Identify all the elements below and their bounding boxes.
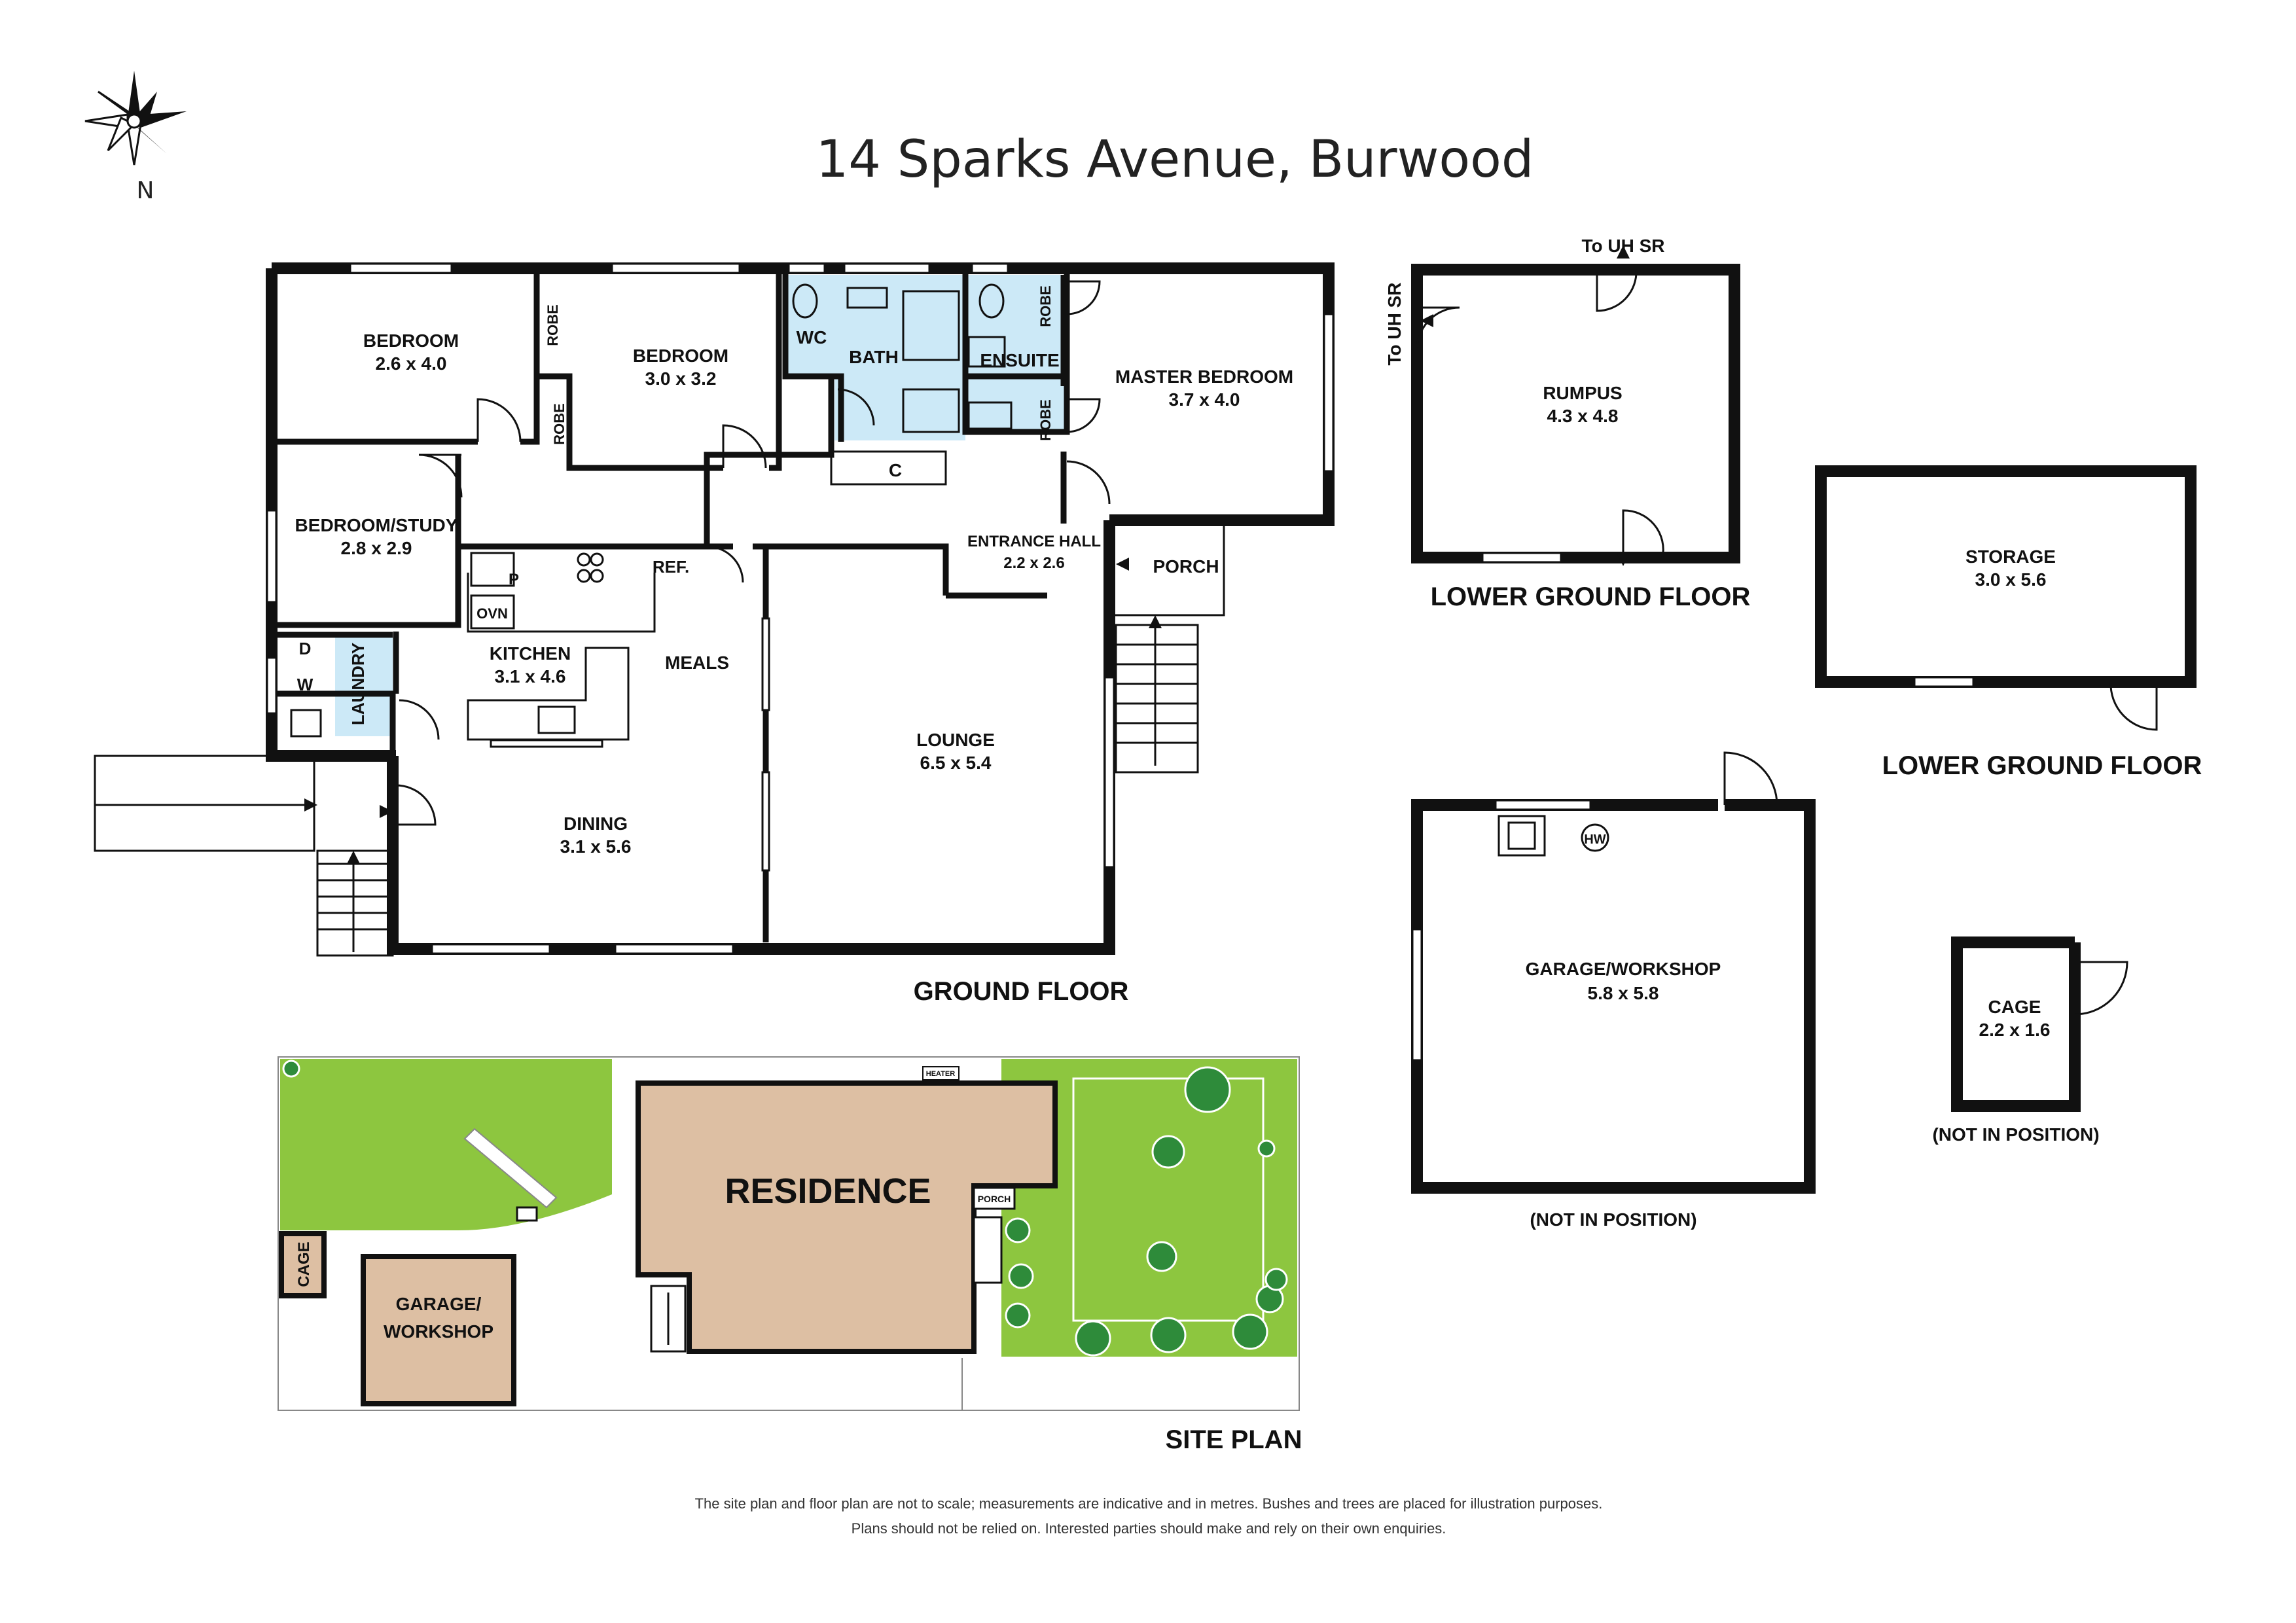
room-meals-name: MEALS bbox=[665, 652, 729, 673]
garage-not-in-position-note: (NOT IN POSITION) bbox=[1530, 1209, 1696, 1230]
disclaimer-line-1: The site plan and floor plan are not to … bbox=[695, 1495, 1603, 1512]
site-garage-label-line2: WORKSHOP bbox=[384, 1321, 493, 1342]
room-rumpus-size: 4.3 x 4.8 bbox=[1547, 406, 1619, 426]
pantry-p-label: P bbox=[509, 571, 519, 588]
storage-plan bbox=[1815, 465, 2197, 731]
washer-label: W bbox=[297, 675, 314, 694]
page-title: 14 Sparks Avenue, Burwood bbox=[816, 130, 1534, 189]
room-bedroom-1-size: 2.6 x 4.0 bbox=[376, 353, 447, 374]
rumpus-floor-caption: LOWER GROUND FLOOR bbox=[1431, 582, 1751, 611]
site-plan bbox=[278, 1056, 1300, 1411]
site-cage-label: CAGE bbox=[295, 1241, 313, 1287]
room-lounge-size: 6.5 x 5.4 bbox=[920, 753, 992, 773]
cage-plan bbox=[1951, 936, 2128, 1112]
site-plan-caption: SITE PLAN bbox=[1166, 1425, 1302, 1454]
robe-label-2: ROBE bbox=[551, 403, 567, 445]
cage-not-in-position-note: (NOT IN POSITION) bbox=[1932, 1124, 2099, 1145]
room-bedroom-1-name: BEDROOM bbox=[363, 330, 459, 351]
room-garage-size: 5.8 x 5.8 bbox=[1588, 983, 1659, 1003]
room-storage-size: 3.0 x 5.6 bbox=[1975, 569, 2047, 590]
dryer-label: D bbox=[299, 639, 312, 658]
room-study-size: 2.8 x 2.9 bbox=[341, 538, 412, 558]
room-bath-label: BATH bbox=[849, 347, 899, 367]
robe-label-3: ROBE bbox=[1037, 285, 1054, 327]
robe-label-4: ROBE bbox=[1037, 399, 1054, 441]
ground-floor-plan bbox=[94, 262, 1335, 957]
room-master-bedroom-name: MASTER BEDROOM bbox=[1115, 366, 1293, 387]
room-kitchen-name: KITCHEN bbox=[490, 643, 571, 664]
room-lounge-name: LOUNGE bbox=[916, 730, 995, 750]
room-dining-name: DINING bbox=[564, 813, 628, 834]
room-storage-name: STORAGE bbox=[1965, 546, 2056, 567]
storage-floor-caption: LOWER GROUND FLOOR bbox=[1882, 751, 2202, 780]
site-garage-label-line1: GARAGE/ bbox=[396, 1294, 482, 1314]
fridge-label: REF. bbox=[653, 557, 689, 577]
room-bedroom-2-name: BEDROOM bbox=[633, 346, 728, 366]
rumpus-plan bbox=[1411, 245, 1740, 566]
room-porch-name: PORCH bbox=[1153, 556, 1219, 577]
room-dining-size: 3.1 x 5.6 bbox=[560, 836, 632, 857]
room-wc-label: WC bbox=[797, 327, 827, 348]
room-bedroom-2-size: 3.0 x 3.2 bbox=[645, 368, 717, 389]
rumpus-to-uh-sr-side: To UH SR bbox=[1384, 282, 1405, 365]
room-garage-name: GARAGE/WORKSHOP bbox=[1526, 959, 1721, 979]
room-cage-size: 2.2 x 1.6 bbox=[1979, 1020, 2051, 1040]
site-residence-label: RESIDENCE bbox=[725, 1171, 931, 1211]
compass-icon bbox=[84, 71, 187, 166]
ground-floor-caption: GROUND FLOOR bbox=[914, 977, 1129, 1006]
room-laundry-label: LAUNDRY bbox=[348, 643, 368, 725]
robe-label-1: ROBE bbox=[545, 304, 561, 346]
room-ensuite-label: ENSUITE bbox=[980, 350, 1059, 370]
garage-plan bbox=[1411, 751, 1816, 1194]
room-kitchen-size: 3.1 x 4.6 bbox=[495, 666, 566, 687]
compass-north-label: N bbox=[137, 177, 154, 204]
room-rumpus-name: RUMPUS bbox=[1543, 383, 1622, 403]
room-entrance-hall-name: ENTRANCE HALL bbox=[967, 533, 1101, 550]
room-entrance-hall-size: 2.2 x 2.6 bbox=[1003, 554, 1064, 572]
room-cage-name: CAGE bbox=[1988, 997, 2041, 1017]
oven-label: OVN bbox=[476, 605, 508, 622]
rumpus-to-uh-sr-top: To UH SR bbox=[1581, 236, 1664, 256]
disclaimer-line-2: Plans should not be relied on. Intereste… bbox=[852, 1520, 1446, 1537]
room-master-bedroom-size: 3.7 x 4.0 bbox=[1169, 389, 1240, 410]
cupboard-c-label: C bbox=[889, 460, 902, 480]
site-porch-label: PORCH bbox=[978, 1194, 1011, 1204]
room-study-name: BEDROOM/STUDY bbox=[295, 515, 458, 535]
hot-water-label: HW bbox=[1584, 832, 1605, 847]
site-heater-label: HEATER bbox=[926, 1070, 955, 1078]
